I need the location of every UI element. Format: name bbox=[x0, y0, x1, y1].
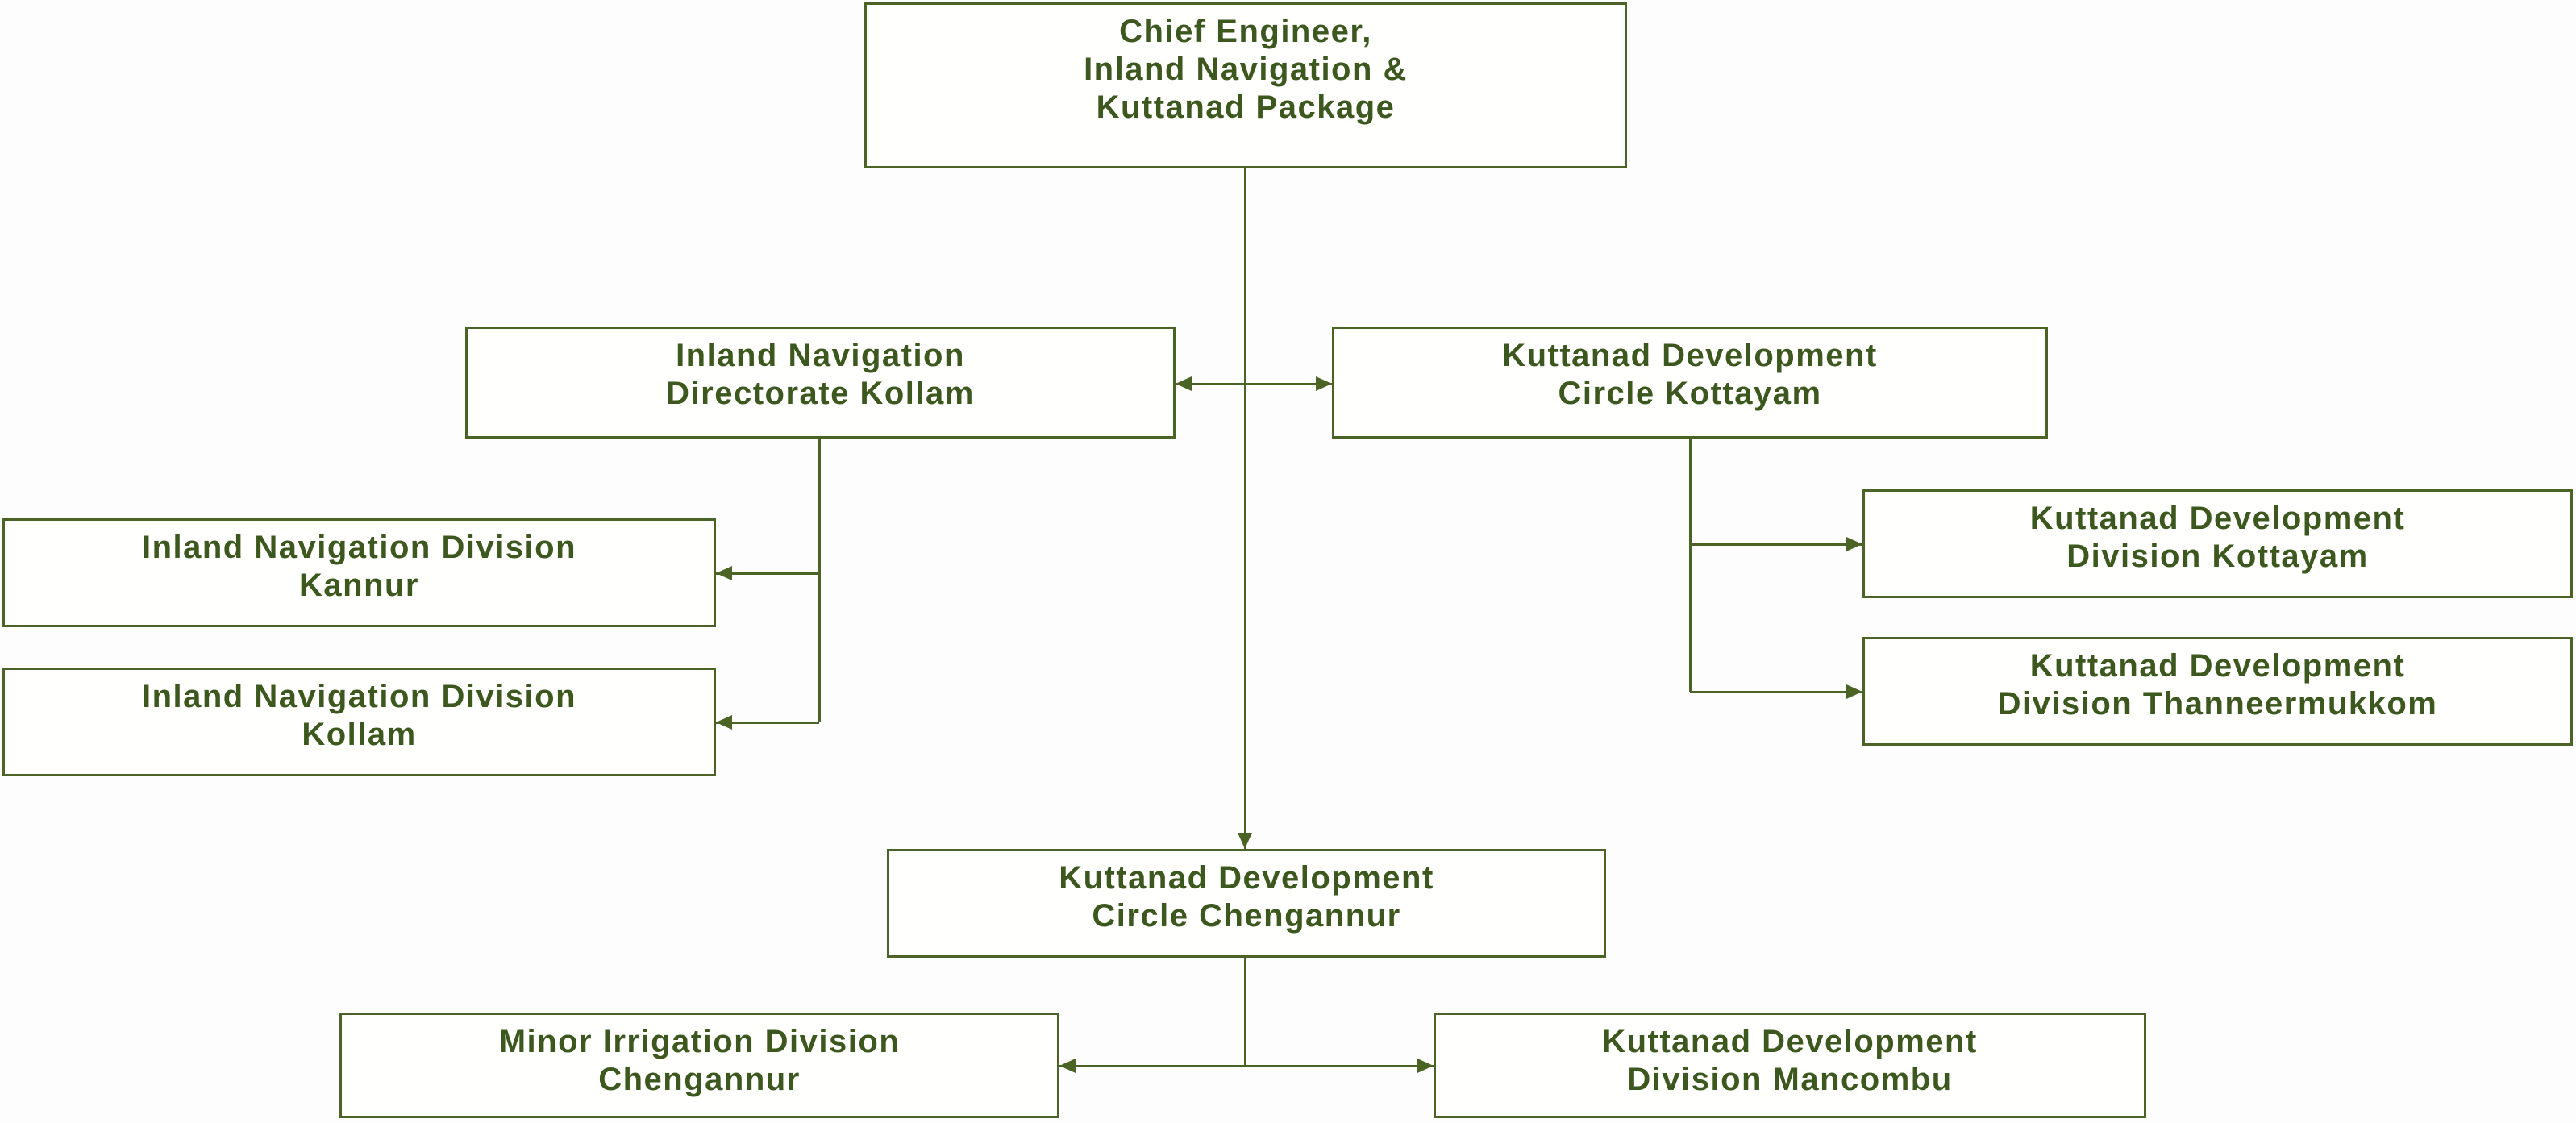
connector-directorate-kollam-drop bbox=[818, 439, 821, 722]
node-label-line: Division Mancombu bbox=[1627, 1062, 1953, 1097]
node-label-line: Division Thanneermukkom bbox=[1997, 686, 2438, 722]
node-label-line: Kuttanad Development bbox=[1502, 338, 1878, 373]
node-label-line: Kuttanad Development bbox=[2029, 648, 2406, 684]
node-chief-engineer: Chief Engineer,Inland Navigation &Kuttan… bbox=[864, 2, 1627, 168]
node-label-line: Minor Irrigation Division bbox=[498, 1024, 901, 1059]
node-label-line: Chengannur bbox=[598, 1062, 801, 1097]
node-label-line: Kuttanad Development bbox=[1602, 1024, 1978, 1059]
node-label-line: Inland Navigation bbox=[676, 338, 965, 373]
node-label-line: Circle Chengannur bbox=[1092, 898, 1401, 934]
connector-chief-to-circle-chengannur bbox=[1244, 168, 1246, 849]
node-label-line: Division Kottayam bbox=[2066, 539, 2369, 574]
node-label-line: Inland Navigation Division bbox=[141, 679, 577, 714]
connector-circle-chengannur-drop bbox=[1244, 958, 1246, 1066]
node-label-line: Chief Engineer, bbox=[1119, 14, 1372, 49]
connector-branch-to-division-thanneermukkom bbox=[1690, 691, 1862, 693]
node-label-line: Circle Kottayam bbox=[1558, 376, 1822, 411]
node-label-line: Inland Navigation & bbox=[1084, 52, 1408, 87]
connector-directorate-kollam-circle-kottayam-link bbox=[1176, 383, 1332, 385]
node-label-line: Kuttanad Package bbox=[1096, 89, 1396, 125]
node-label-line: Kuttanad Development bbox=[2029, 501, 2406, 536]
connector-branch-to-division-kollam bbox=[716, 722, 819, 724]
connector-circle-kottayam-drop bbox=[1689, 439, 1692, 692]
node-label-line: Kuttanad Development bbox=[1059, 860, 1434, 896]
node-label-line: Kannur bbox=[299, 568, 419, 603]
node-label-line: Directorate Kollam bbox=[666, 376, 975, 411]
connector-minor-irrigation-mancombu-link bbox=[1059, 1065, 1434, 1067]
connector-branch-to-division-kannur bbox=[716, 572, 819, 575]
node-label-line: Inland Navigation Division bbox=[141, 530, 577, 565]
node-label-line: Kollam bbox=[302, 717, 417, 752]
connector-branch-to-division-kottayam bbox=[1690, 543, 1862, 546]
